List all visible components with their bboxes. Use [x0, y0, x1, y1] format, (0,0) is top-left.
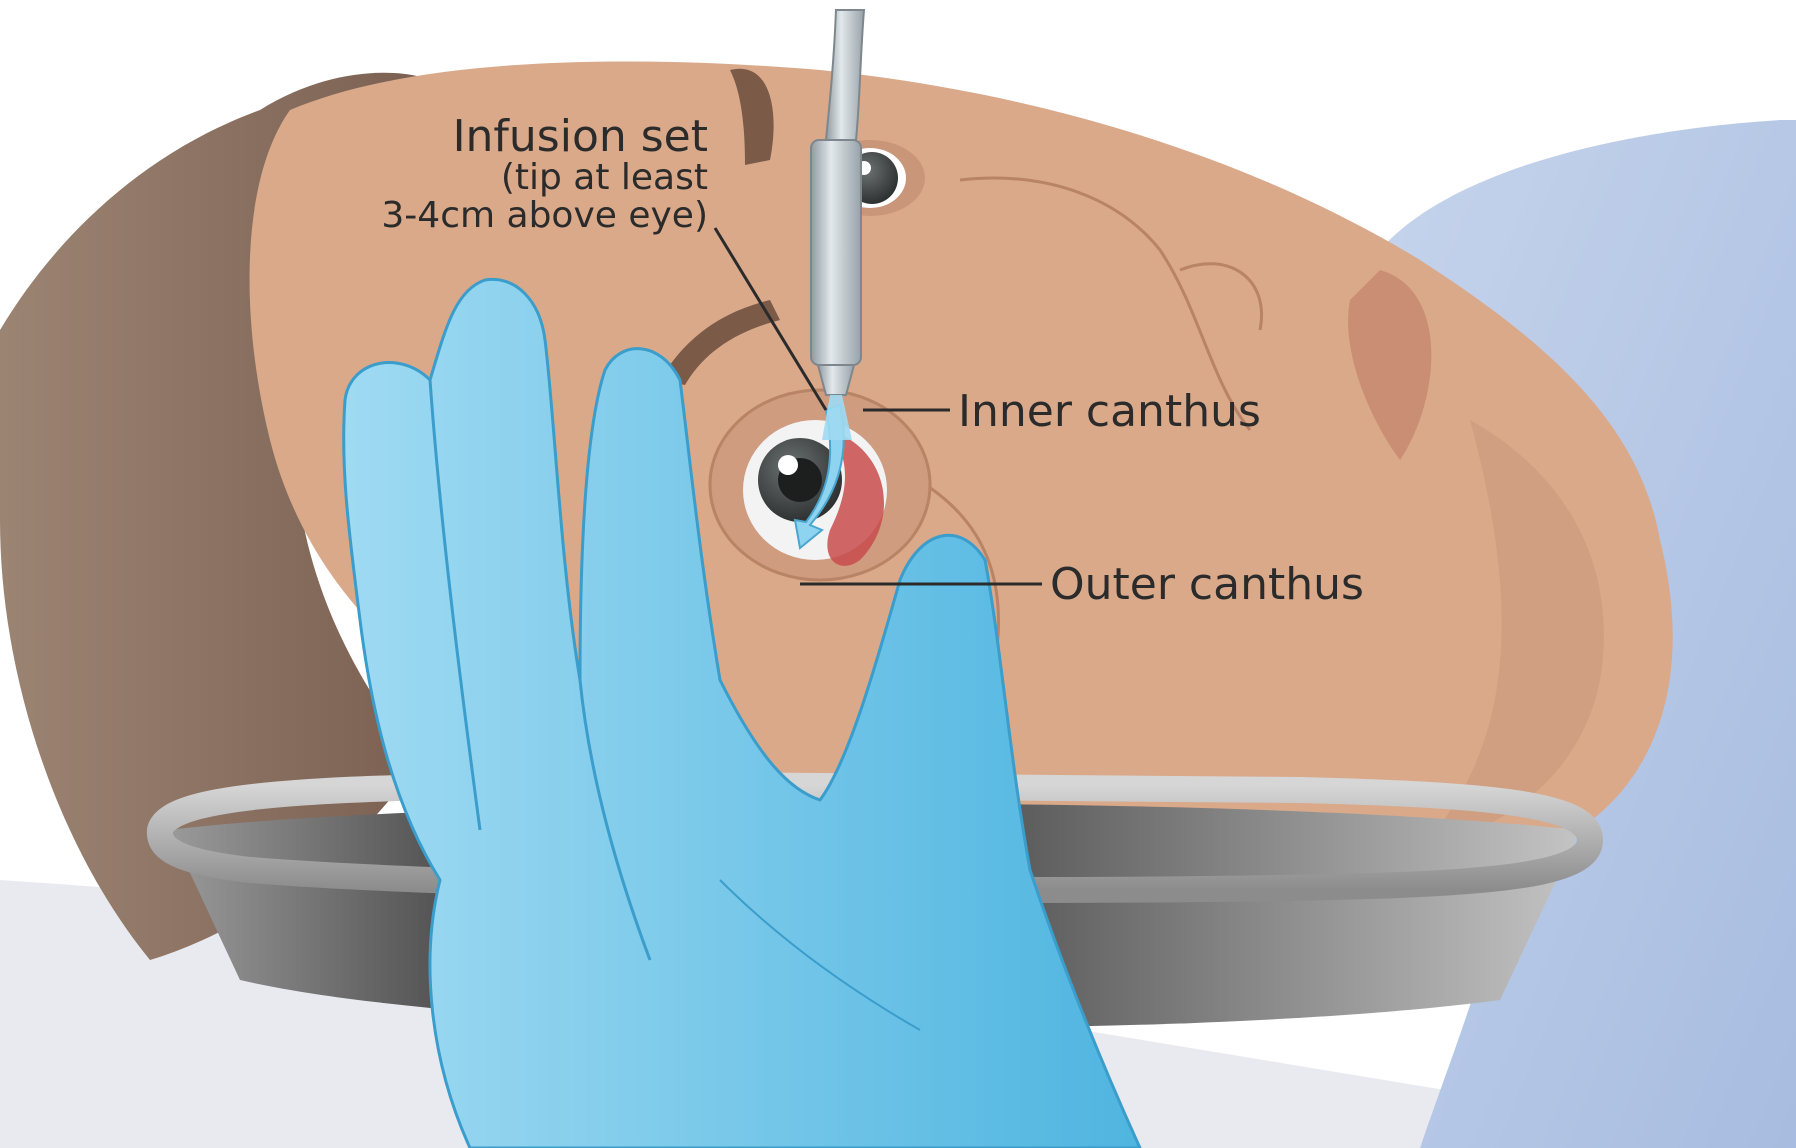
label-inner-canthus: Inner canthus [958, 390, 1261, 434]
label-tip-note-2: 3-4cm above eye) [381, 198, 708, 234]
label-tip-note-1: (tip at least [501, 160, 708, 196]
infusion-tube-body [811, 140, 861, 365]
label-infusion-set: Infusion set [453, 115, 708, 159]
near-eye-highlight [778, 455, 798, 475]
label-outer-canthus: Outer canthus [1050, 563, 1364, 607]
